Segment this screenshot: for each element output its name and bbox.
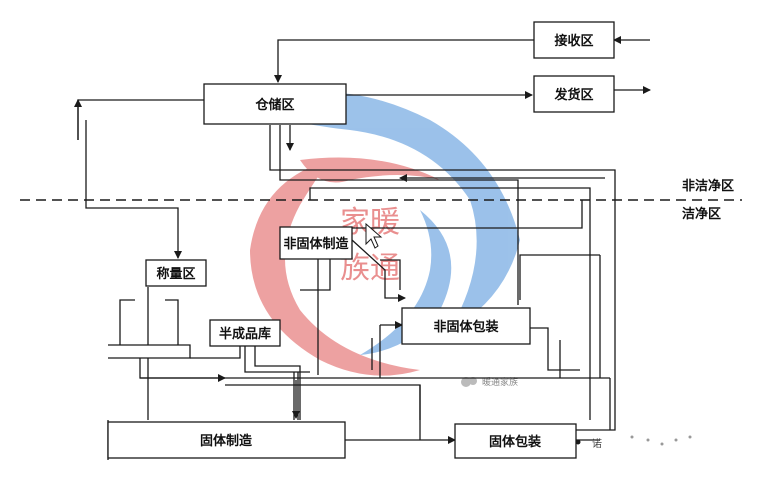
box-storage-label: 仓储区	[254, 97, 294, 113]
brand-badge: 暖通家族	[461, 376, 518, 388]
box-semi-finished-storage-label: 半成品库	[219, 326, 271, 342]
box-shipping-label: 发货区	[553, 87, 593, 103]
box-non-solid-packaging: 非固体包装	[401, 307, 531, 345]
box-shipping: 发货区	[533, 75, 615, 113]
box-semi-finished-storage: 半成品库	[209, 319, 281, 347]
box-solid-manufacturing-label: 固体制造	[200, 433, 253, 449]
box-solid-packaging-label: 固体包装	[489, 434, 541, 450]
zone-label-clean: 洁净区	[682, 206, 721, 222]
mouse-cursor-icon	[365, 222, 383, 249]
corner-mark: 诺	[575, 435, 692, 450]
box-non-solid-packaging-label: 非固体包装	[433, 319, 498, 335]
brand-label: 暖通家族	[482, 376, 518, 388]
box-non-solid-manufacturing-label: 非固体制造	[283, 236, 349, 252]
box-solid-packaging: 固体包装	[454, 423, 577, 459]
box-receiving: 接收区	[533, 21, 615, 59]
corner-mark-text: 诺	[592, 438, 602, 450]
box-non-solid-manufacturing: 非固体制造	[279, 226, 353, 260]
box-weighing: 称量区	[145, 259, 207, 287]
zone-label-non-clean: 非洁净区	[682, 178, 734, 194]
box-receiving-label: 接收区	[554, 33, 593, 49]
flow-lines	[20, 36, 742, 460]
box-weighing-label: 称量区	[156, 266, 195, 282]
box-storage: 仓储区	[203, 83, 347, 125]
box-solid-manufacturing: 固体制造	[107, 421, 346, 459]
